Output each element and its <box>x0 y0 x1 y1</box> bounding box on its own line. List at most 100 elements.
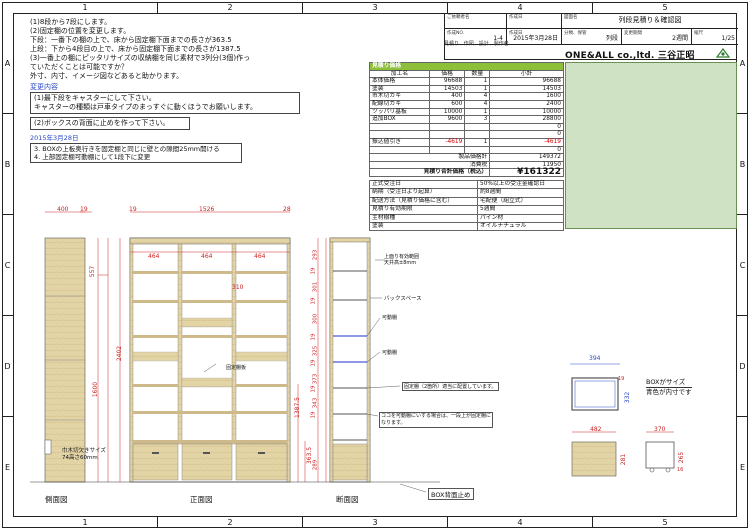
fixed-shelf-note: 固定棚（2箇所）適当に配置しています。 <box>402 382 499 391</box>
section-dim: 301 <box>312 281 319 293</box>
box-dim-482: 482 <box>590 426 602 433</box>
box-back-stop-label: BOX背面止め <box>428 488 474 500</box>
date-cell: 作成日 2015年3月28日 <box>507 29 562 45</box>
baseboard-notch <box>44 439 52 455</box>
box-section <box>645 441 675 469</box>
zone-col-marker: 2 <box>158 2 303 13</box>
category-label: 分類、保管 <box>564 31 587 36</box>
top-range-note: 上面り有効範囲 天井高±8mm <box>384 254 419 266</box>
estimate-side-panel <box>565 62 737 229</box>
change-line: (2)ボックスの背面に止めを作って下さい。 <box>34 119 170 127</box>
drawing-name-label: 図面名 <box>564 15 578 20</box>
change-box-box-top: 3. BOXの上板奥行きを固定棚と同じに壁との隙間25mm開ける 4. 上部固定… <box>30 143 242 163</box>
box-dim-281: 281 <box>620 453 628 466</box>
zone-markers-bottom: 1 2 3 4 5 <box>13 517 737 528</box>
maker-label: 見積り、作図、設計、製作者 <box>444 41 509 47</box>
zone-row-marker: C <box>2 215 13 316</box>
change-cell: 変更期間 2週間 <box>622 29 692 45</box>
zone-col-marker: 1 <box>13 2 158 13</box>
side-view <box>44 211 109 483</box>
section-dim: 325 <box>312 345 319 357</box>
fixed-shelf-label: 固定棚板 <box>226 365 247 371</box>
box-side <box>571 441 617 477</box>
dim-557: 557 <box>89 265 97 278</box>
drawing-name-cell: 図面名 列段見積り＆確認図 <box>562 13 738 29</box>
change-heading: 変更内容 <box>30 83 58 91</box>
condition-row: 塗装オイルナチュラル <box>369 222 564 232</box>
total-label: 見積り合計価格（税込） <box>368 168 491 177</box>
company-name: ONE&ALL co.,ltd. 三谷正昭 <box>565 51 695 61</box>
note-line: ていただくことは可能ですか？ <box>30 63 128 71</box>
dim-19: 19 <box>129 206 137 213</box>
movable-shelf-label: 可動棚 <box>382 350 398 356</box>
total-value: ¥161322 <box>489 168 564 177</box>
top-note-line: 上面り有効範囲 <box>384 254 420 260</box>
dim-464: 464 <box>148 253 160 260</box>
box-note-line: BOXがサイズ <box>646 378 692 388</box>
zone-col-marker: 5 <box>662 518 668 527</box>
box-dim-332: 332 <box>624 391 632 404</box>
front-view <box>119 211 306 483</box>
note-line: 上段：下から4段目の上で、床から固定棚下面までの長さが1387.5 <box>30 45 241 53</box>
section-dim: 19 <box>310 385 317 393</box>
section-dim: 19 <box>310 297 317 305</box>
back-space-label: バックスペース <box>384 296 422 302</box>
scale-label: 縮尺 <box>694 31 703 36</box>
drawing-no-value: 1-4 <box>493 35 503 42</box>
section-dim: 19 <box>310 359 317 367</box>
side-view-title: 側面図 <box>45 495 68 504</box>
section-dim: 19 <box>310 411 317 419</box>
section-dim: 373 <box>312 373 319 385</box>
zone-markers-left: A B C D E <box>2 13 13 517</box>
scale-cell: 縮尺 1/25 <box>692 29 738 45</box>
request-notes: (1)8段から7段にします。 (2)固定棚の位置を変更します。 下段：一番下の棚… <box>30 18 300 163</box>
category-cell: 分類、保管 列段 <box>562 29 622 45</box>
zone-row-marker: E <box>4 462 11 472</box>
box-size-note: BOXがサイズ 青色が内寸です <box>646 378 692 397</box>
zone-col-marker: 4 <box>448 517 593 528</box>
dim-1600: 1600 <box>92 381 100 398</box>
zone-col-marker: 5 <box>662 3 668 12</box>
box-note-line: 青色が内寸です <box>646 388 692 396</box>
change-line: キャスターの種類は戸車タイプのまっすぐに動くほうでお願いします。 <box>34 103 258 111</box>
zone-col-marker: 1 <box>13 517 158 528</box>
zone-col-marker: 2 <box>158 517 303 528</box>
slot-note-line: なります。 <box>381 420 406 426</box>
slot-note: ココを可動棚にいする場合は、一段上が固定棚に なります。 <box>379 412 494 428</box>
dim-400: 400 <box>57 206 69 213</box>
slot-note-line: ココを可動棚にいする場合は、一段上が固定棚に <box>381 413 492 419</box>
section-dim: 19 <box>310 267 317 275</box>
category-value: 列段 <box>605 35 618 42</box>
scale-value: 1/25 <box>721 35 735 42</box>
zone-markers-top: 1 2 3 4 5 <box>13 2 737 13</box>
box-detail <box>570 363 675 477</box>
drawing-no-cell: 作成NO. 1-4 <box>445 29 507 45</box>
top-note-line: 天井高±8mm <box>384 260 417 266</box>
date-label: 作成日 <box>509 31 523 36</box>
section-dim: 289 <box>312 459 319 471</box>
condition-row: 配送方法（見積り価格に含む）宅配便（組立式） <box>369 196 564 207</box>
box-dim-19: 19 <box>618 376 625 382</box>
zone-row-marker: D <box>737 316 748 417</box>
note-line: (1)8段から7段にします。 <box>30 18 112 26</box>
section-dim: 293 <box>312 249 319 261</box>
dim-1526: 1526 <box>199 206 215 213</box>
title-block: ご依頼者名 作成日 図面名 列段見積り＆確認図 作成NO. 1-4 作成日 20… <box>444 13 738 60</box>
zone-col-marker: 3 <box>303 517 448 528</box>
box-dim-370: 370 <box>654 426 666 433</box>
creator-label: 作成日 <box>509 15 523 20</box>
movable-shelf-label: 可動棚 <box>382 315 398 321</box>
creator-cell: 作成日 <box>507 13 562 29</box>
section-dim: 343 <box>312 397 319 409</box>
drawing-name-value: 列段見積り＆確認図 <box>618 16 682 24</box>
drawing-frame-inner <box>13 13 737 517</box>
dim-464: 464 <box>201 253 213 260</box>
change-value: 2週間 <box>672 35 688 42</box>
box-front-outline <box>571 377 619 411</box>
change-label: 変更期間 <box>624 31 642 36</box>
